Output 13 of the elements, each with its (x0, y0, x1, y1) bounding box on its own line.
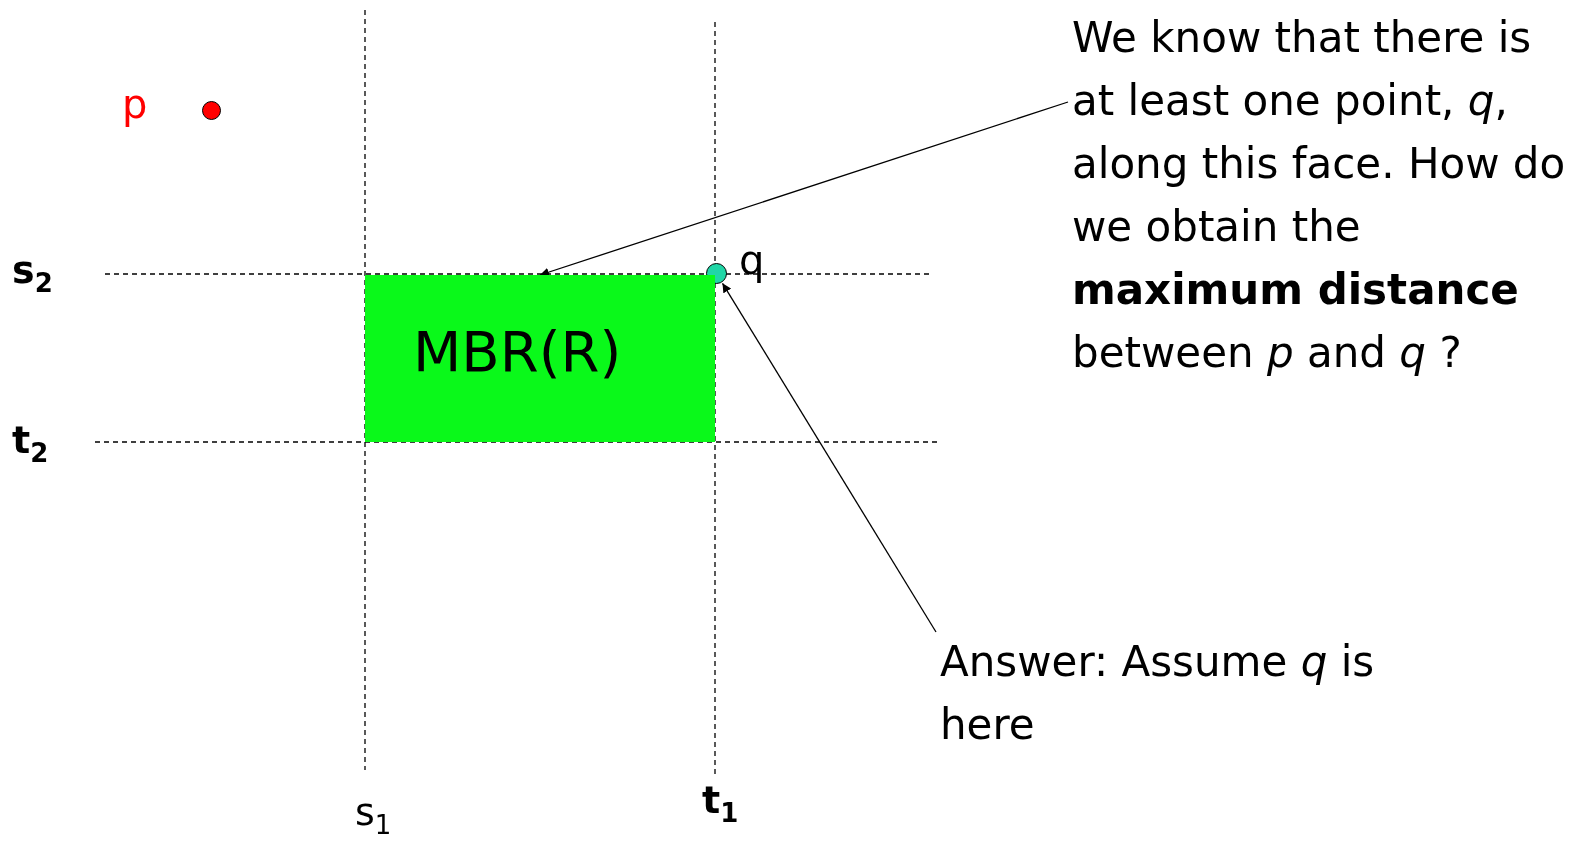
callout-text: We know that there is at least one point, q, along this face. How do we obtain the maximum distance between p and q ? (1072, 12, 1567, 379)
axis-value-label: t$_{1}$ (702, 778, 739, 828)
axis-value-label: t$_{2}$ (12, 418, 49, 468)
leader-arrow (539, 101, 1069, 277)
callout-text: Answer: Assume q is here (940, 636, 1376, 751)
rectangle-label: MBR(R) (413, 319, 622, 384)
point-label: p (122, 81, 148, 127)
axis-value-label: s$_{1}$ (355, 790, 392, 840)
point-dot (202, 101, 221, 120)
leader-arrow (721, 282, 937, 633)
mbr-rectangle (365, 275, 715, 442)
axis-value-label: s$_{2}$ (12, 248, 53, 298)
point-label: q (739, 237, 765, 283)
